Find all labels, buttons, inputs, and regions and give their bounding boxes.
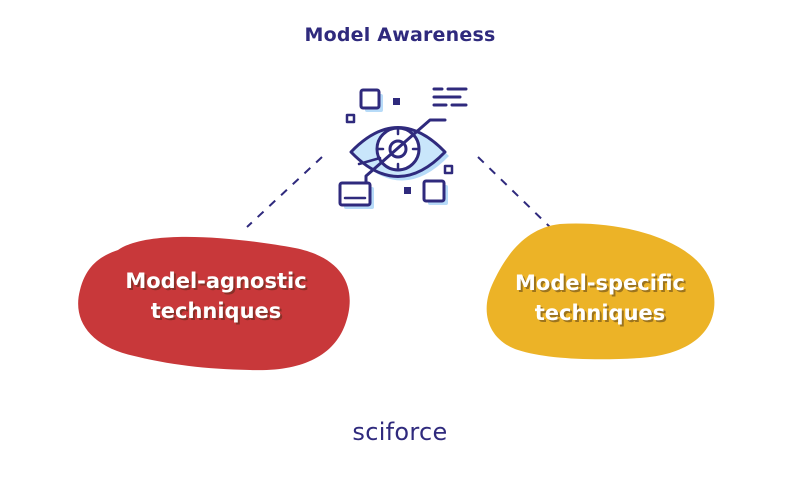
right-node-line1: Model-specific bbox=[515, 271, 685, 295]
eye-scan-icon bbox=[338, 87, 468, 209]
left-node-label: Model-agnostic techniques bbox=[86, 266, 346, 326]
right-node-line2: techniques bbox=[534, 301, 666, 325]
right-node-blob bbox=[486, 223, 715, 360]
right-node-label: Model-specific techniques bbox=[480, 268, 720, 328]
brand-logo: sciforce bbox=[352, 418, 448, 446]
left-node-line1: Model-agnostic bbox=[125, 269, 307, 293]
diagram-title: Model Awareness bbox=[304, 24, 496, 46]
connector-left bbox=[246, 156, 323, 228]
left-node-blob bbox=[78, 236, 350, 371]
connector-right bbox=[477, 156, 554, 231]
left-node-line2: techniques bbox=[150, 299, 282, 323]
